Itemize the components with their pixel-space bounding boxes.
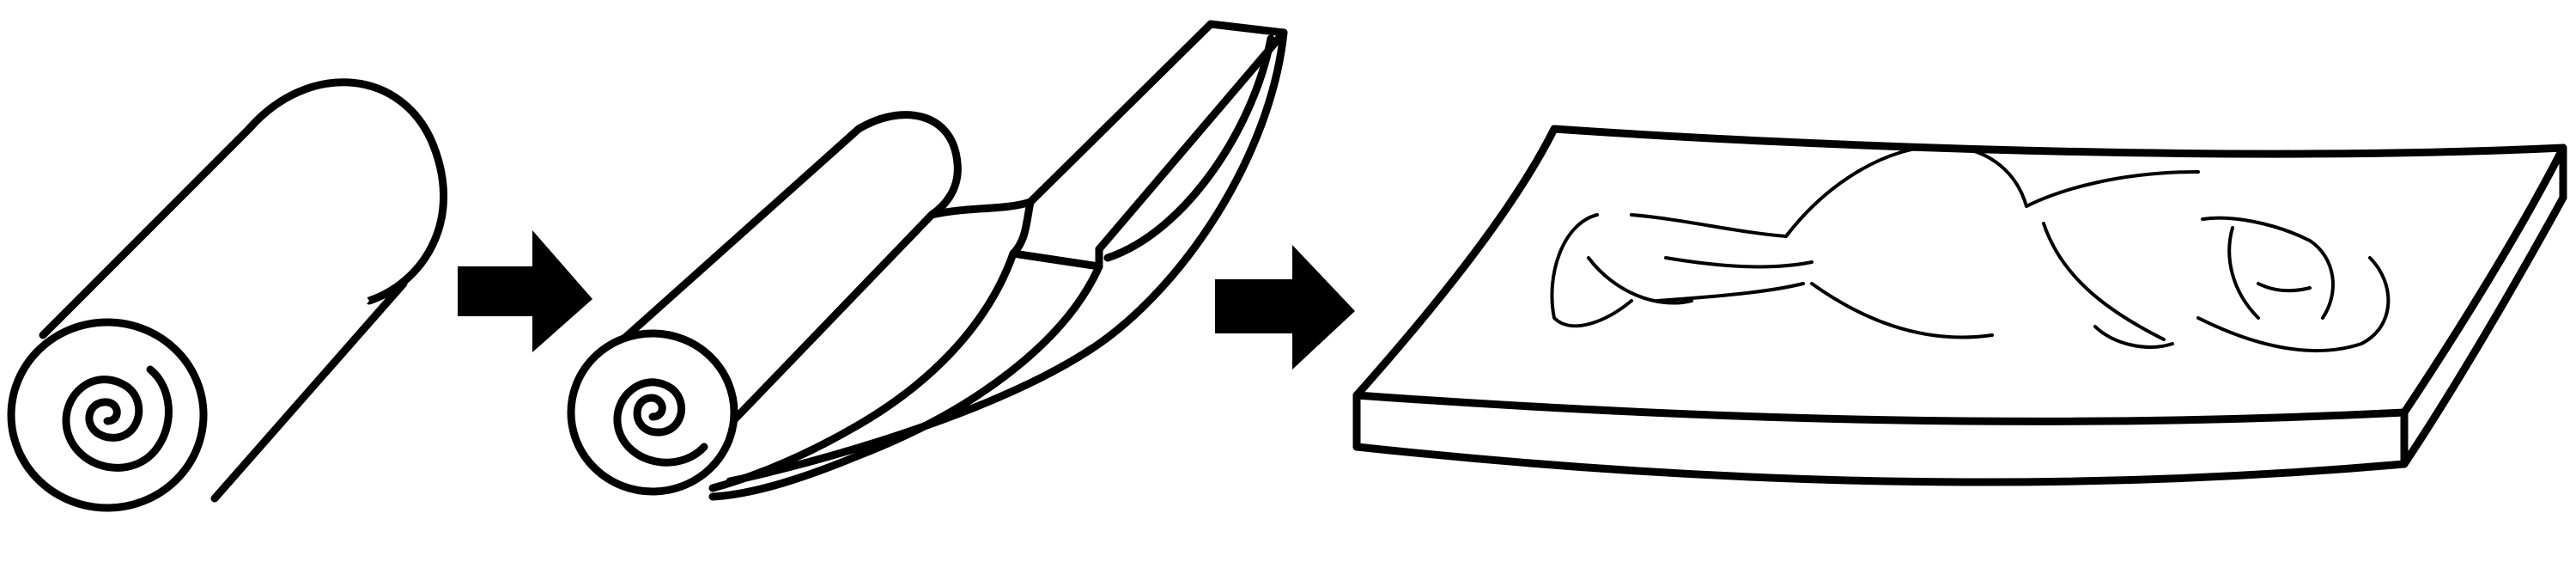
unrolling-mattress-icon (567, 20, 1288, 501)
person-sleeping-on-mattress-icon (1352, 125, 2567, 486)
sleeping-person (1550, 144, 2391, 353)
right-arrow-icon (458, 230, 592, 352)
right-arrow-icon (1215, 245, 1355, 370)
rolled-mattress-icon (7, 78, 447, 512)
